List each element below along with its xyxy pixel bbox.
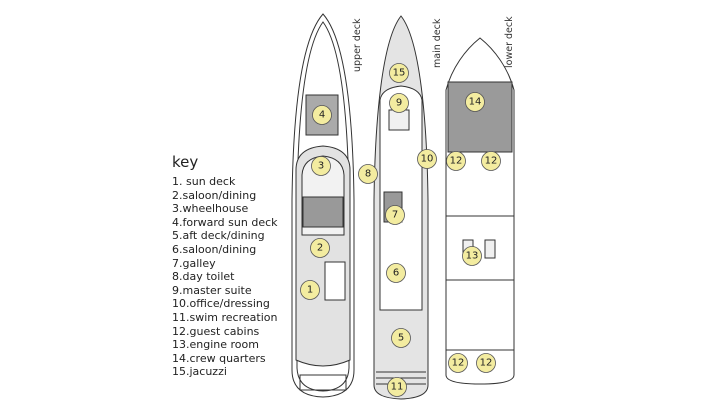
marker-circle <box>391 328 411 348</box>
area-marker-11: 11 <box>387 377 407 397</box>
marker-circle <box>386 263 406 283</box>
marker-number: 14 <box>469 97 482 108</box>
area-marker-7: 7 <box>385 205 405 225</box>
marker-circle <box>300 280 320 300</box>
marker-number: 13 <box>466 251 479 262</box>
area-marker-6: 6 <box>386 263 406 283</box>
area-marker-14: 14 <box>465 92 485 112</box>
main-deck-label: main deck <box>432 18 443 68</box>
marker-number: 12 <box>452 358 465 369</box>
marker-circle <box>481 151 501 171</box>
marker-number: 10 <box>421 154 434 165</box>
marker-circle <box>448 353 468 373</box>
marker-circle <box>389 93 409 113</box>
marker-circle <box>389 63 409 83</box>
legend-item: 12.guest cabins <box>172 324 260 338</box>
marker-number: 12 <box>480 358 493 369</box>
area-marker-13: 13 <box>462 246 482 266</box>
legend-item: 11.swim recreation <box>172 310 278 324</box>
area-marker-9: 9 <box>389 93 409 113</box>
area-marker-4: 4 <box>312 105 332 125</box>
legend-item: 7.galley <box>172 256 216 270</box>
area-marker-12d: 12 <box>476 353 496 373</box>
marker-number: 15 <box>393 68 406 79</box>
marker-number: 2 <box>317 243 323 254</box>
legend-title: key <box>172 153 199 171</box>
marker-number: 3 <box>318 161 324 172</box>
area-marker-12b: 12 <box>481 151 501 171</box>
legend-item: 15.jacuzzi <box>172 365 227 379</box>
area-marker-1: 1 <box>300 280 320 300</box>
marker-circle <box>462 246 482 266</box>
legend-item: 10.office/dressing <box>172 297 270 311</box>
marker-circle <box>312 105 332 125</box>
area-marker-12c: 12 <box>448 353 468 373</box>
area-marker-15: 15 <box>389 63 409 83</box>
marker-number: 1 <box>307 285 313 296</box>
upper-deck-plan <box>291 13 355 398</box>
legend-item: 6.saloon/dining <box>172 242 257 256</box>
area-marker-5: 5 <box>391 328 411 348</box>
upper-deck-label: upper deck <box>352 18 363 72</box>
marker-circle <box>417 149 437 169</box>
legend-item: 14.crew quarters <box>172 351 266 365</box>
area-marker-2: 2 <box>310 238 330 258</box>
marker-number: 7 <box>392 210 398 221</box>
legend-item: 13.engine room <box>172 338 259 352</box>
legend-item: 4.forward sun deck <box>172 215 278 229</box>
marker-circle <box>311 156 331 176</box>
lower-deck-plan <box>445 37 515 385</box>
marker-circle <box>358 164 378 184</box>
marker-circle <box>446 151 466 171</box>
marker-number: 5 <box>398 333 404 344</box>
legend-item: 2.saloon/dining <box>172 188 257 202</box>
marker-number: 6 <box>393 268 399 279</box>
marker-circle <box>385 205 405 225</box>
area-marker-3: 3 <box>311 156 331 176</box>
marker-number: 4 <box>319 110 325 121</box>
area-marker-12a: 12 <box>446 151 466 171</box>
marker-number: 12 <box>450 156 463 167</box>
marker-circle <box>476 353 496 373</box>
marker-circle <box>387 377 407 397</box>
area-marker-10: 10 <box>417 149 437 169</box>
marker-circle <box>310 238 330 258</box>
legend-item: 3.wheelhouse <box>172 202 249 216</box>
marker-number: 8 <box>365 169 371 180</box>
area-marker-8: 8 <box>358 164 378 184</box>
legend-item: 1. sun deck <box>172 175 236 188</box>
legend-item: 9.master suite <box>172 283 252 297</box>
lower-deck-label: lower deck <box>504 16 515 68</box>
marker-number: 12 <box>485 156 498 167</box>
legend-item: 8.day toilet <box>172 270 235 284</box>
legend-item: 5.aft deck/dining <box>172 229 265 243</box>
marker-number: 11 <box>391 382 404 393</box>
marker-circle <box>465 92 485 112</box>
marker-number: 9 <box>396 98 402 109</box>
